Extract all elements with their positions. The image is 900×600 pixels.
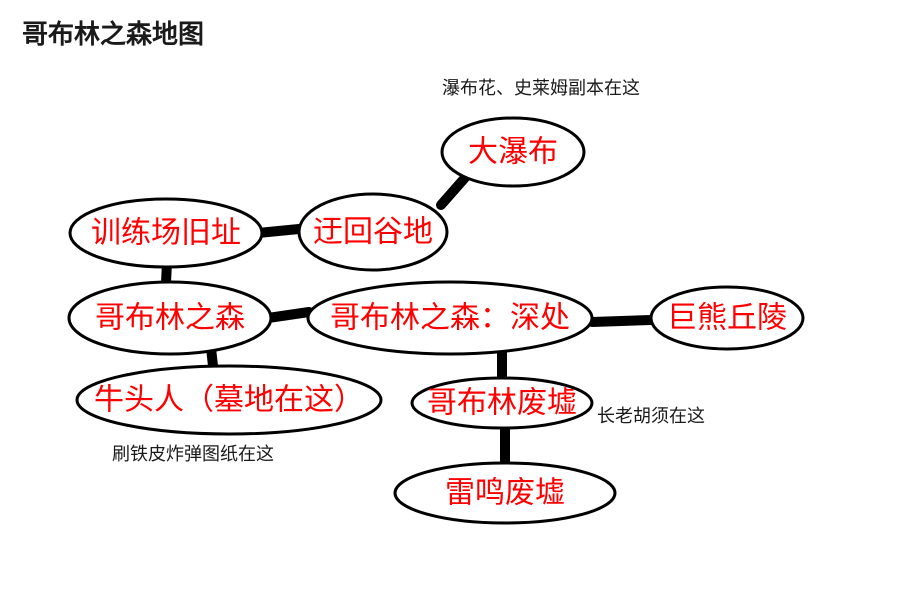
node-label-training: 训练场旧址 — [91, 216, 241, 251]
node-label-waterfall: 大瀑布 — [468, 135, 558, 170]
note-ruins: 长老胡须在这 — [597, 406, 705, 427]
node-label-minotaur: 牛头人（墓地在这） — [94, 383, 364, 418]
note-waterfall: 瀑布花、史莱姆副本在这 — [442, 78, 640, 99]
page-title: 哥布林之森地图 — [22, 20, 205, 50]
link-training-valley — [253, 224, 304, 238]
node-label-deep: 哥布林之森：深处 — [330, 301, 570, 336]
node-ellipse-forest — [67, 280, 273, 356]
node-minotaur: 牛头人（墓地在这） — [75, 364, 383, 436]
link-deep-bearhill — [587, 315, 656, 327]
node-ruins: 哥布林废墟 — [410, 376, 594, 430]
node-label-valley: 迂回谷地 — [313, 215, 433, 250]
node-ellipse-minotaur — [75, 364, 383, 436]
node-label-bearhill: 巨熊丘陵 — [667, 301, 787, 336]
node-ellipse-ruins — [410, 376, 594, 430]
node-deep: 哥布林之森：深处 — [306, 280, 594, 356]
node-ellipse-thunder — [393, 461, 617, 525]
node-bearhill: 巨熊丘陵 — [649, 285, 805, 351]
node-ellipse-deep — [306, 280, 594, 356]
node-ellipse-training — [68, 197, 264, 269]
node-label-thunder: 雷鸣废墟 — [445, 476, 565, 511]
node-training: 训练场旧址 — [68, 197, 264, 269]
node-ellipse-waterfall — [440, 116, 586, 188]
node-label-ruins: 哥布林废墟 — [427, 386, 577, 421]
node-label-forest: 哥布林之森 — [95, 301, 245, 336]
link-forest-deep — [263, 307, 314, 323]
node-thunder: 雷鸣废墟 — [393, 461, 617, 525]
node-forest: 哥布林之森 — [67, 280, 273, 356]
node-waterfall: 大瀑布 — [440, 116, 586, 188]
node-ellipse-valley — [297, 192, 449, 272]
node-ellipse-bearhill — [649, 285, 805, 351]
note-minotaur: 刷铁皮炸弹图纸在这 — [112, 444, 274, 465]
node-valley: 迂回谷地 — [297, 192, 449, 272]
